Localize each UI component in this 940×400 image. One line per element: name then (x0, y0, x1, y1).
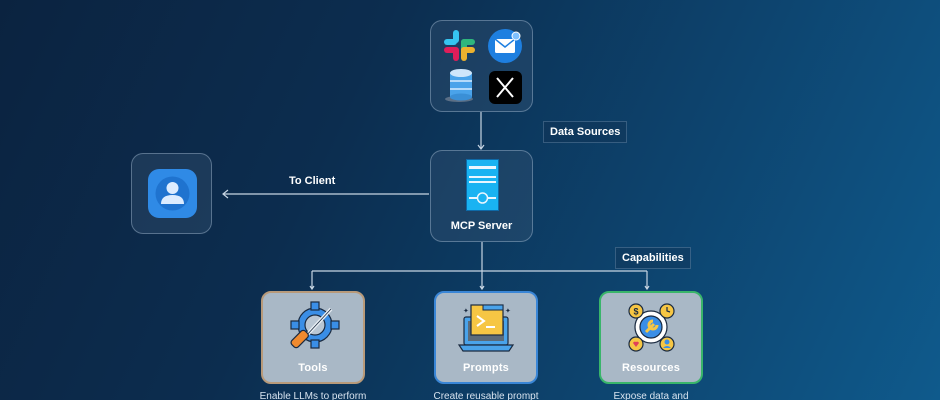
resources-label: Resources (621, 362, 681, 374)
sources-to-server-arrowhead (477, 144, 485, 150)
user-app-icon (148, 169, 197, 218)
resources-gear-icon: $ (628, 303, 675, 352)
resources-description: Expose data and (613, 391, 689, 400)
prompts-label: Prompts (462, 362, 510, 374)
to-client-label: To Client (289, 175, 336, 187)
to-client-arrowhead (222, 189, 229, 199)
capability-tools[interactable]: Tools (261, 291, 365, 384)
prompts-arrowhead (479, 285, 485, 291)
data-sources-node[interactable] (430, 20, 533, 112)
laptop-terminal-icon: ✦ ✦ (457, 304, 515, 352)
data-sources-label: Data Sources (543, 121, 628, 143)
server-icon (466, 159, 499, 211)
slack-icon (444, 30, 475, 61)
database-icon (445, 69, 473, 102)
prompts-description: Create reusable prompt (433, 391, 539, 400)
capability-prompts[interactable]: ✦ ✦ Prompts (434, 291, 538, 384)
tools-description: Enable LLMs to perform (259, 391, 367, 400)
svg-text:✦: ✦ (463, 307, 469, 315)
email-icon (488, 29, 522, 63)
mcp-server-node[interactable]: MCP Server (430, 150, 533, 242)
mcp-server-label: MCP Server (450, 220, 513, 232)
resources-arrowhead (644, 285, 650, 291)
capabilities-label: Capabilities (615, 247, 691, 269)
tools-arrowhead (309, 285, 315, 291)
client-node[interactable] (131, 153, 212, 234)
gear-screwdriver-icon (290, 301, 340, 349)
svg-text:✦: ✦ (505, 307, 511, 315)
x-icon (489, 71, 522, 104)
tools-label: Tools (298, 362, 328, 374)
capability-resources[interactable]: $ Resources (599, 291, 703, 384)
svg-text:$: $ (634, 307, 639, 317)
